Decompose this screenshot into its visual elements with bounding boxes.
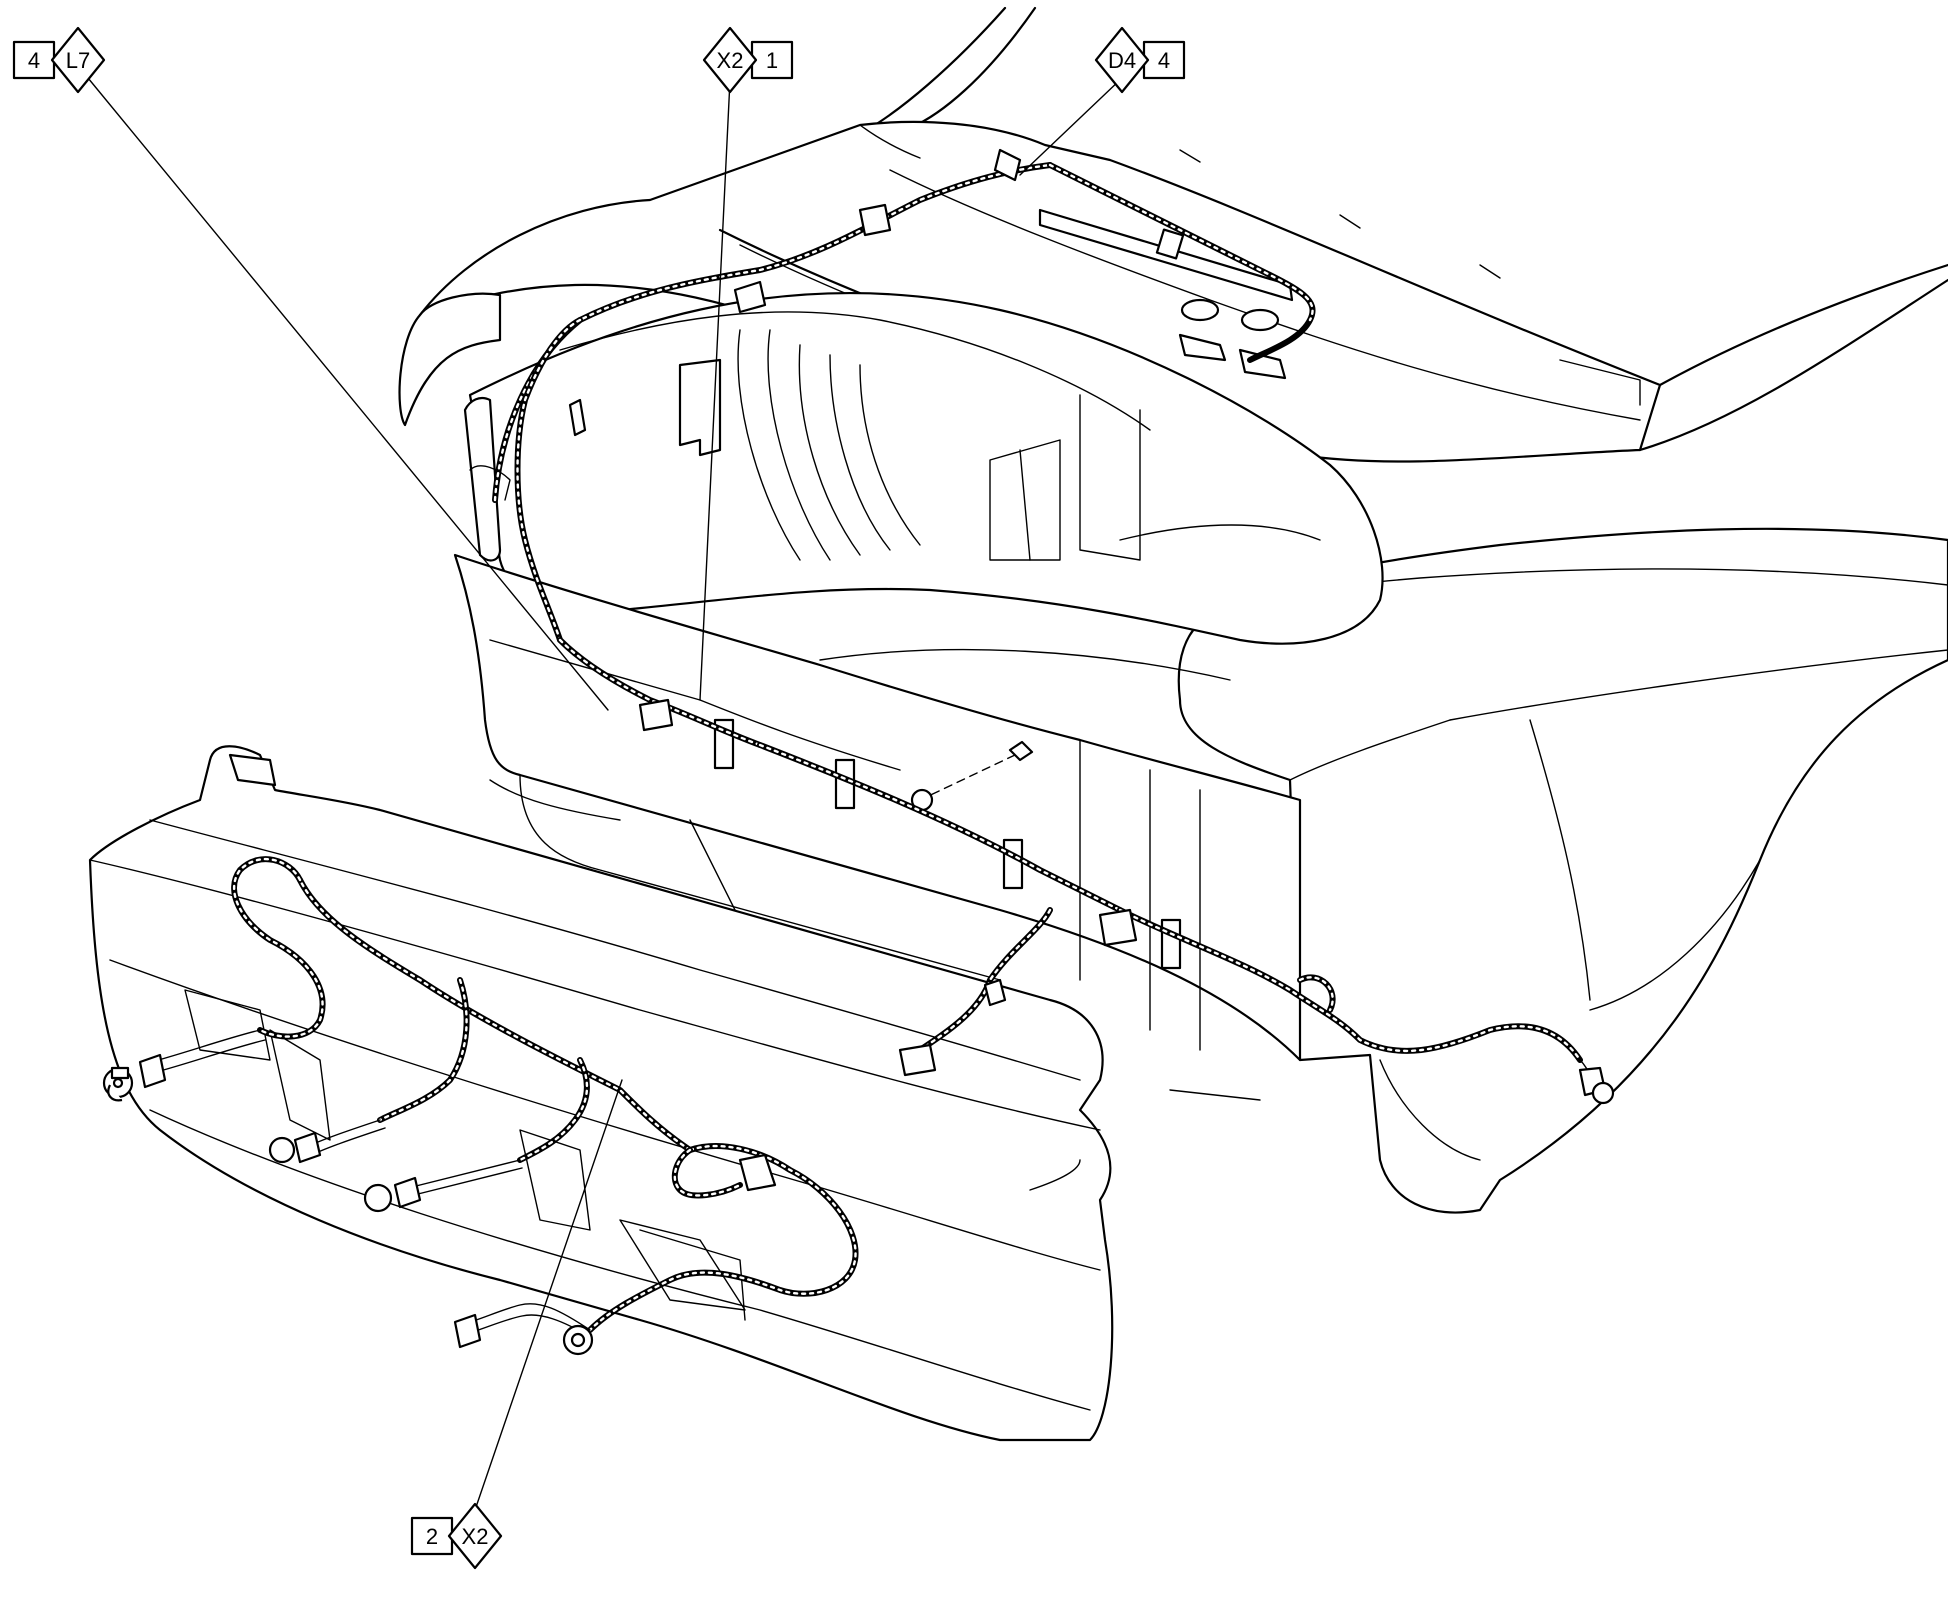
leader-lines — [87, 77, 1123, 1511]
callout-box — [12, 40, 56, 80]
callout-diamond — [1094, 26, 1150, 94]
callout-diamond-label: L7 — [66, 48, 90, 73]
callout-2-x2: 2 X2 — [410, 1502, 503, 1570]
leader-x2-1 — [699, 79, 731, 701]
rear-bumper — [88, 745, 1114, 1442]
callout-4-l7: 4 L7 — [12, 26, 106, 94]
socket-3 — [363, 1176, 422, 1213]
socket-2 — [268, 1131, 322, 1164]
callout-box-label: 4 — [28, 48, 40, 73]
callout-box-label: 1 — [766, 48, 778, 73]
callout-box — [1142, 40, 1186, 80]
callout-diamond-label: D4 — [1108, 48, 1136, 73]
callout-x2-1: 1 X2 — [702, 26, 794, 94]
callout-d4-4: 4 D4 — [1094, 26, 1186, 94]
leader-d4-4 — [1019, 77, 1123, 176]
callout-diamond — [50, 26, 106, 94]
callout-box-label: 2 — [426, 1524, 438, 1549]
callout-diamond — [447, 1502, 503, 1570]
socket-5 — [1578, 1066, 1615, 1105]
callout-diamond-label: X2 — [462, 1524, 489, 1549]
wiring-harness — [139, 162, 1601, 1339]
socket-4 — [453, 1313, 594, 1356]
callout-box-label: 4 — [1158, 48, 1170, 73]
leader-4-l7 — [87, 77, 609, 711]
leader-2-x2 — [474, 1079, 623, 1511]
connectors — [102, 148, 1615, 1356]
callout-diamond-label: X2 — [717, 48, 744, 73]
callout-diamond — [702, 26, 758, 94]
